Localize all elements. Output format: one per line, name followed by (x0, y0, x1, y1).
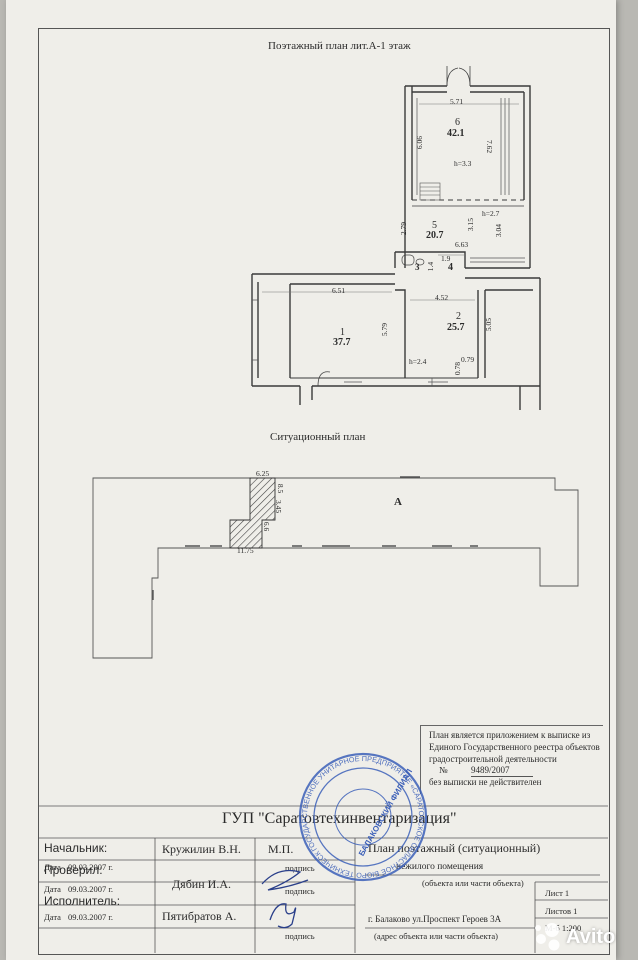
chief-date-label: Дата (44, 862, 61, 872)
role-chief: Начальник: (44, 841, 108, 855)
note-line-2: Единого Государственного реестра объекто… (429, 742, 600, 752)
dim-h-2-4: h=2.4 (409, 357, 427, 366)
drawing-frame (38, 28, 610, 955)
room-4-number: 4 (448, 262, 453, 273)
room-6-number: 6 (455, 117, 460, 128)
address-caption: (адрес объекта или части объекта) (374, 931, 498, 941)
dim-1-9: 1.9 (441, 254, 451, 263)
checked-date-label: Дата (44, 884, 61, 894)
executor-date: 09.03.2007 г. (68, 912, 114, 922)
room-2-number: 2 (456, 311, 461, 322)
note-box: План является приложением к выписке из Е… (420, 725, 603, 794)
avito-logo-icon (535, 923, 560, 951)
room-5-area: 20.7 (426, 230, 444, 241)
executor-date-label: Дата (44, 912, 61, 922)
mp-label: М.П. (268, 842, 294, 856)
scale: М-б 1:200 (545, 923, 582, 933)
room-1-area: 37.7 (333, 337, 351, 348)
role-executor: Исполнитель: (44, 894, 121, 908)
avito-brand-text: Avito (566, 926, 616, 948)
avito-watermark: Avito (532, 920, 632, 952)
room-3-number: 3 (415, 262, 420, 272)
note-validity: без выписки не действителен (429, 777, 542, 787)
dim-6-25: 6.25 (256, 469, 270, 478)
plan-type: План поэтажный (ситуационный) (368, 841, 541, 855)
object-type: нежилого помещения (396, 862, 484, 872)
object-caption: (объекта или части объекта) (422, 878, 524, 888)
room-5-number: 5 (432, 220, 437, 231)
note-number-prefix: № (439, 765, 448, 775)
executor-sign-caption: подпись (285, 931, 315, 941)
floor-plan-drawing (251, 66, 541, 410)
sheet-number: Лист 1 (545, 888, 570, 898)
org-name: ГУП "Саратовтехинвентаризация" (222, 810, 457, 827)
checked-name: Дябин И.А. (172, 877, 231, 891)
checked-sign-caption: подпись (285, 886, 315, 896)
floor-plan-title: Поэтажный план лит.А-1 этаж (268, 40, 411, 52)
situation-plan-title: Ситуационный план (270, 431, 366, 443)
dim-4-52: 4.52 (435, 293, 449, 302)
role-checked: Проверил: (44, 863, 103, 877)
dim-5-71: 5.71 (450, 97, 464, 106)
dim-11-75: 11.75 (237, 546, 254, 555)
note-number: 9489/2007 (471, 764, 533, 777)
dim-6-63: 6.63 (455, 240, 469, 249)
chief-sign-caption: подпись (285, 863, 315, 873)
room-6-area: 42.1 (447, 128, 465, 139)
dim-h-3-3: h=3.3 (454, 159, 472, 168)
building-label-a: А (394, 496, 402, 508)
document-sheet (6, 0, 616, 960)
organization-seal: ГОСУДАРСТВЕННОЕ УНИТАРНОЕ ПРЕДПРИЯТИЕ «С… (264, 722, 451, 909)
room-1-number: 1 (340, 327, 345, 338)
chief-date: 09.03.2007 г. (68, 862, 114, 872)
chief-name: Кружилин В.Н. (162, 842, 241, 856)
situation-plan-drawing (92, 476, 579, 659)
note-line-1: План является приложением к выписке из (429, 730, 591, 740)
object-address: г. Балаково ул.Проспект Героев 3А (368, 914, 502, 924)
dim-6-51: 6.51 (332, 286, 346, 295)
dim-0-79: 0.79 (461, 355, 475, 364)
note-line-3: градостроительной деятельности (429, 754, 557, 764)
executor-name: Пятибратов А. (162, 909, 237, 923)
sheet-count: Листов 1 (545, 906, 578, 916)
checked-date: 09.03.2007 г. (68, 884, 114, 894)
dim-h-2-7: h=2.7 (482, 209, 500, 218)
room-2-area: 25.7 (447, 322, 465, 333)
